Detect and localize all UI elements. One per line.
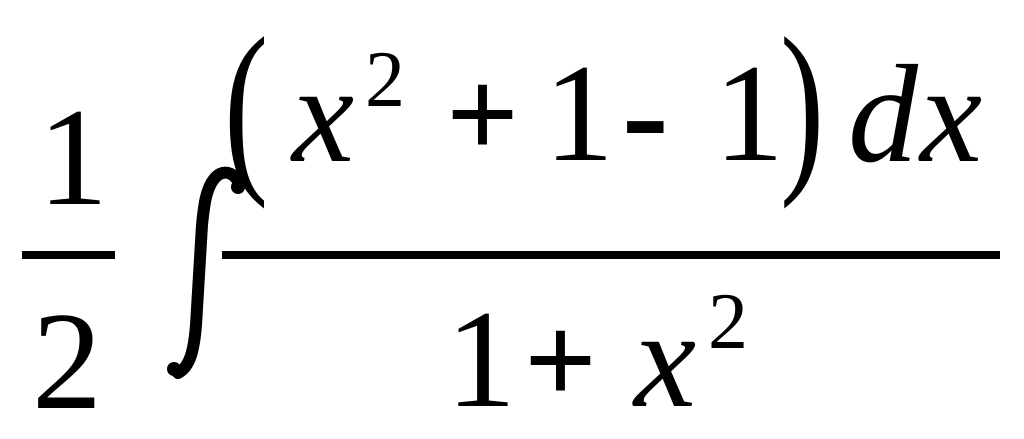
numerator-close-paren: )	[780, 0, 825, 210]
numerator-minus-sign: -	[622, 36, 669, 191]
coefficient-denominator: 2	[32, 284, 102, 439]
denominator-exponent: 2	[708, 278, 748, 366]
numerator-plus-sign: +	[446, 43, 519, 185]
integral-sign-icon	[167, 166, 245, 379]
denominator-variable-x: x	[634, 282, 697, 437]
numerator-variable-x: x	[292, 37, 355, 192]
differential-variable-x: x	[920, 37, 983, 192]
denominator-term-one: 1	[446, 282, 516, 437]
integrand-fraction-bar	[222, 251, 1000, 259]
denominator-plus-sign: +	[524, 289, 597, 431]
numerator-open-paren: (	[224, 0, 269, 210]
numerator-term-one: 1	[544, 36, 614, 191]
coefficient-numerator: 1	[38, 80, 108, 235]
numerator-exponent: 2	[365, 36, 405, 124]
differential-d: d	[848, 37, 918, 192]
coefficient-fraction-bar	[22, 251, 115, 259]
numerator-term-two: 1	[714, 36, 784, 191]
